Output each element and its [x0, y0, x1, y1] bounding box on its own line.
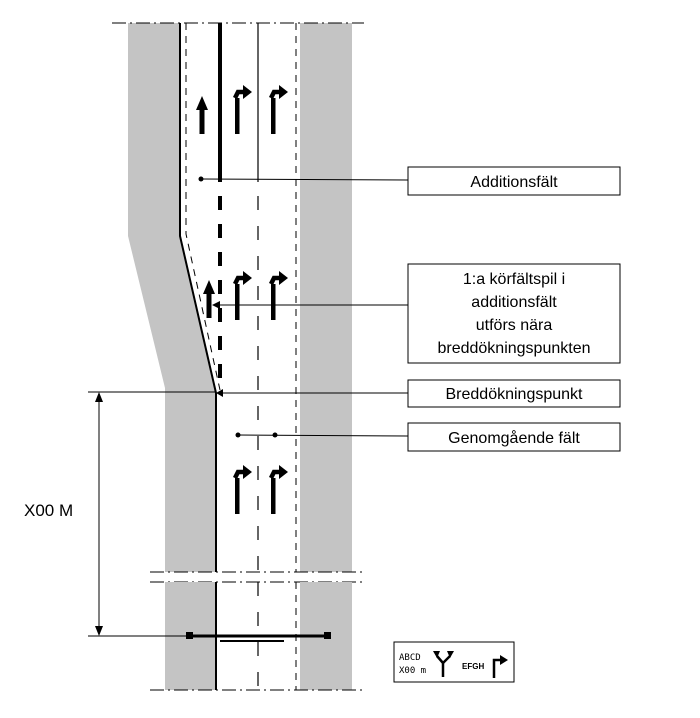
label-breddokningspunkt: Breddökningspunkt	[446, 386, 584, 403]
arrow-right-3	[235, 271, 252, 320]
label-box-korfaltspil	[407, 263, 621, 364]
sign-destination: EFGH	[462, 662, 484, 671]
label-korfaltspil-line1: 1:a körfältspil i	[463, 271, 565, 288]
right-shoulder-upper	[300, 23, 352, 572]
label-genomgaende: Genomgående fält	[448, 429, 580, 447]
advance-sign: ABCD X00 m EFGH	[393, 641, 515, 683]
label-box-genomgaende	[407, 422, 621, 452]
label-korfaltspil-line3: utförs nära	[476, 317, 553, 334]
label-additionsfalt: Additionsfält	[470, 174, 558, 191]
dimension-label: X00 M	[24, 501, 73, 520]
gantry-post-right	[324, 632, 331, 639]
left-edge-line	[179, 23, 217, 572]
label-box-additionsfalt	[407, 166, 621, 196]
leader-arrowhead-korfaltspil	[212, 301, 220, 309]
sign-text-line1: ABCD	[399, 653, 421, 663]
dimension-arrow-top	[95, 392, 103, 402]
sign-fork-arrow-icon	[433, 651, 454, 677]
left-shoulder-upper	[128, 23, 216, 572]
arrow-right-1	[235, 85, 252, 134]
label-korfaltspil-line2: additionsfält	[471, 294, 557, 311]
sign-right-arrow-icon	[492, 655, 508, 678]
taper-dashed-line	[185, 23, 221, 391]
arrow-right-6	[271, 465, 288, 514]
arrow-right-5	[235, 465, 252, 514]
label-box-breddokningspunkt	[407, 379, 621, 408]
arrow-straight-1	[196, 96, 208, 134]
arrow-right-2	[271, 85, 288, 134]
leader-line-genomgaende	[237, 434, 409, 437]
leader-arrowhead-breddokningspunkt	[216, 389, 223, 397]
sign-text-line2: X00 m	[399, 666, 426, 676]
dimension-arrow-bottom	[95, 626, 103, 636]
label-korfaltspil-line4: breddökningspunkten	[437, 340, 590, 357]
arrow-right-4	[271, 271, 288, 320]
leader-line-additionsfalt	[200, 178, 409, 181]
arrow-straight-2	[203, 280, 215, 318]
